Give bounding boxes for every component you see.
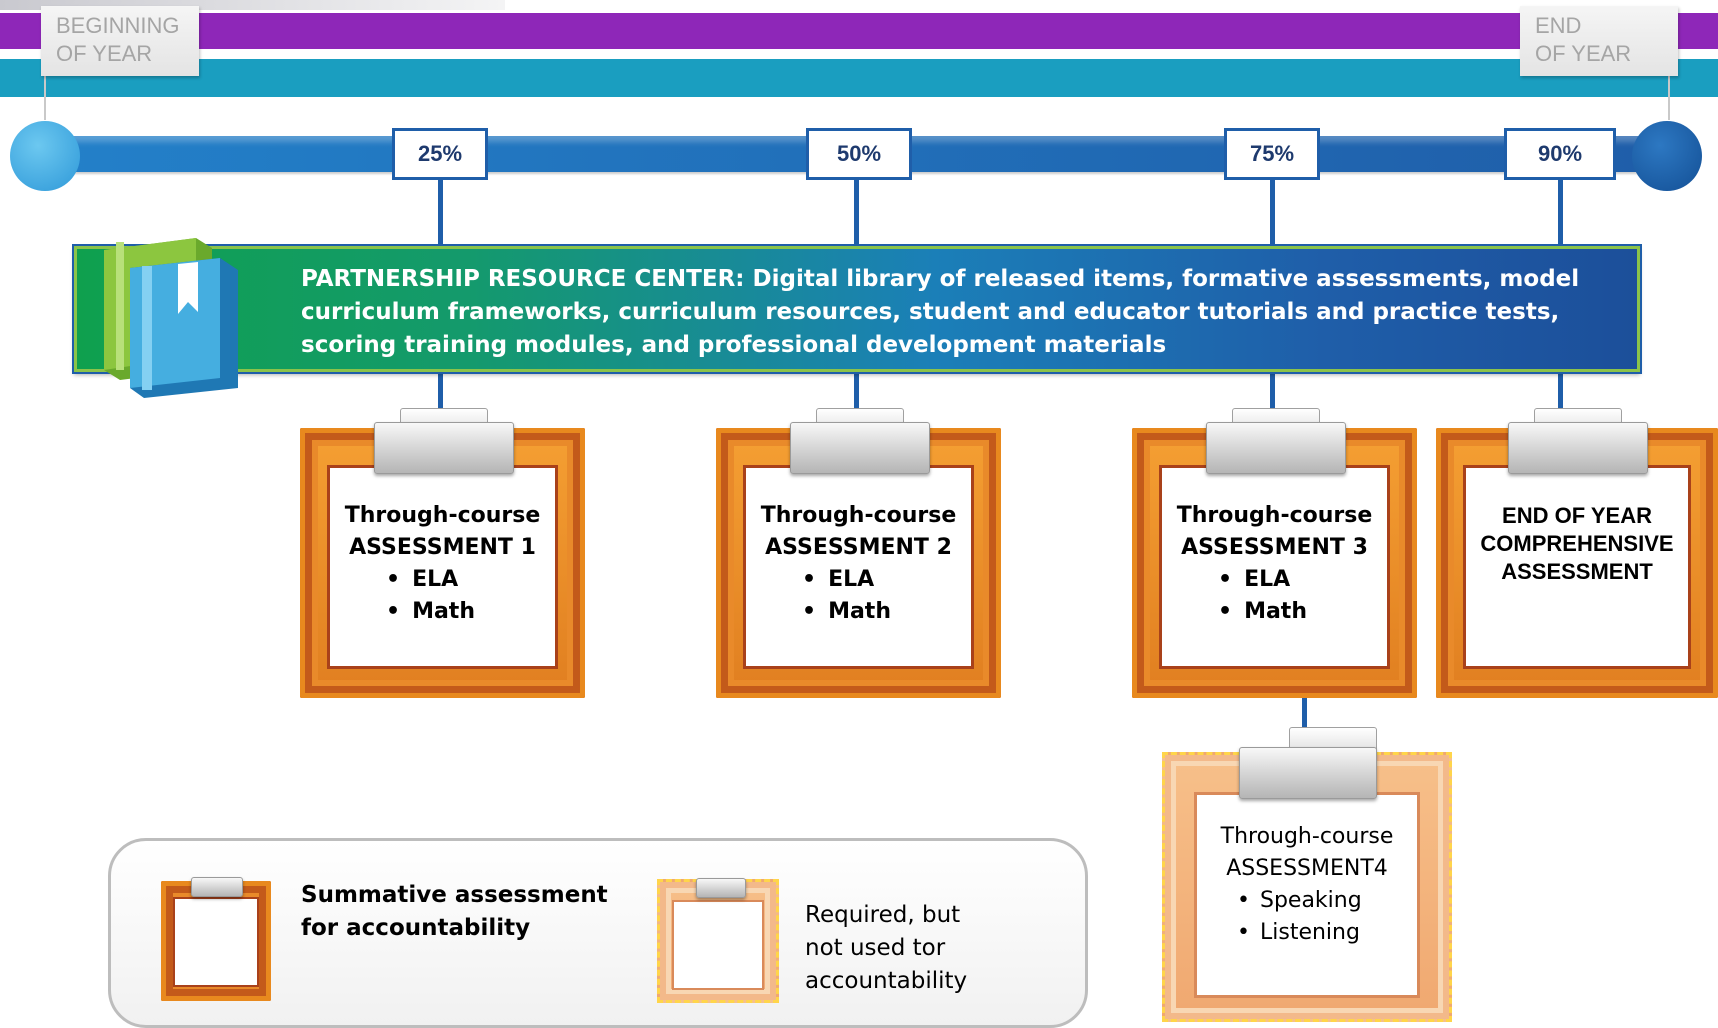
assessment-4-line1: Through-course	[1220, 824, 1394, 849]
beginning-label-line2: OF YEAR	[56, 41, 153, 66]
beginning-of-year-label: BEGINNING OF YEAR	[41, 6, 199, 76]
legend-summative-line2: for accountability	[301, 915, 531, 941]
assessment-3-item-ela: ELA	[1162, 564, 1387, 596]
purple-band	[0, 13, 1718, 49]
resource-center-text: PARTNERSHIP RESOURCE CENTER: Digital lib…	[301, 266, 1580, 358]
assessment-1-clip	[374, 422, 514, 474]
partnership-resource-center: PARTNERSHIP RESOURCE CENTER: Digital lib…	[74, 246, 1640, 372]
legend-summative-clip	[191, 877, 243, 897]
timeline-start-dot	[10, 121, 80, 191]
legend-required-paper	[674, 902, 762, 988]
assessment-3-clip	[1206, 422, 1346, 474]
assessment-1-item-math: Math	[330, 596, 555, 628]
connector-90-top	[1558, 180, 1563, 248]
assessment-1-item-ela: ELA	[330, 564, 555, 596]
connector-25-bottom	[438, 372, 443, 410]
timeline-end-dot	[1632, 121, 1702, 191]
assessment-2-paper: Through-course ASSESSMENT 2 ELA Math	[746, 468, 971, 666]
assessment-3-line1: Through-course	[1176, 503, 1373, 528]
end-label-line1: END	[1535, 13, 1582, 38]
assessment-2-clip	[790, 422, 930, 474]
assessment-3-line2: ASSESSMENT 3	[1181, 535, 1368, 560]
legend-required-line2: not used tor	[805, 935, 946, 961]
assessment-2-item-math: Math	[746, 596, 971, 628]
assessment-4-item-listening: Listening	[1197, 917, 1417, 949]
assessment-3-paper: Through-course ASSESSMENT 3 ELA Math	[1162, 468, 1387, 666]
connector-75-top	[1270, 180, 1275, 248]
end-label-line2: OF YEAR	[1535, 41, 1632, 66]
books-icon	[104, 238, 238, 398]
connector-assessment4	[1302, 697, 1307, 727]
end-of-year-clip	[1508, 422, 1648, 474]
marker-25: 25%	[392, 128, 488, 180]
end-of-year-label: END OF YEAR	[1520, 6, 1678, 76]
assessment-1-line2: ASSESSMENT 1	[349, 535, 536, 560]
legend-summative-label: Summative assessment for accountability	[301, 879, 608, 945]
assessment-3-clipboard: Through-course ASSESSMENT 3 ELA Math	[1132, 408, 1417, 698]
assessment-4-item-speaking: Speaking	[1197, 885, 1417, 917]
connector-50-bottom	[854, 372, 859, 410]
legend-required-label: Required, but not used tor accountabilit…	[805, 899, 967, 998]
assessment-2-line1: Through-course	[760, 503, 957, 528]
marker-50: 50%	[806, 128, 912, 180]
legend-summative-paper	[175, 899, 257, 985]
assessment-3-item-math: Math	[1162, 596, 1387, 628]
assessment-1-paper: Through-course ASSESSMENT 1 ELA Math	[330, 468, 555, 666]
legend-required-clip	[696, 878, 746, 898]
legend-required-line1: Required, but	[805, 902, 961, 928]
legend-summative-icon	[161, 877, 271, 1001]
assessment-2-line2: ASSESSMENT 2	[765, 535, 952, 560]
beginning-pole	[44, 60, 46, 120]
end-of-year-clipboard: END OF YEAR COMPREHENSIVE ASSESSMENT	[1436, 408, 1718, 698]
legend-required-line3: accountability	[805, 968, 968, 994]
assessment-4-clip	[1239, 747, 1377, 799]
beginning-label-line1: BEGINNING	[56, 13, 180, 38]
end-of-year-line3: ASSESSMENT	[1501, 559, 1653, 584]
assessment-1-clipboard: Through-course ASSESSMENT 1 ELA Math	[300, 408, 585, 698]
legend-summative-line1: Summative assessment	[301, 882, 608, 908]
connector-50-top	[854, 180, 859, 248]
end-of-year-line1: END OF YEAR	[1502, 503, 1652, 528]
legend-box: Summative assessment for accountability …	[108, 838, 1088, 1028]
connector-75-bottom	[1270, 372, 1275, 410]
assessment-2-clipboard: Through-course ASSESSMENT 2 ELA Math	[716, 408, 1001, 698]
connector-90-bottom	[1558, 372, 1563, 410]
assessment-4-paper: Through-course ASSESSMENT4 Speaking List…	[1197, 795, 1417, 995]
assessment-2-item-ela: ELA	[746, 564, 971, 596]
assessment-4-clipboard: Through-course ASSESSMENT4 Speaking List…	[1162, 727, 1452, 1022]
corner-decoration	[0, 0, 505, 10]
legend-required-icon	[657, 878, 779, 1003]
end-pole	[1668, 60, 1670, 120]
marker-90: 90%	[1504, 128, 1616, 180]
marker-75: 75%	[1224, 128, 1320, 180]
connector-25-top	[438, 180, 443, 248]
assessment-1-line1: Through-course	[344, 503, 541, 528]
end-of-year-line2: COMPREHENSIVE	[1480, 531, 1674, 556]
end-of-year-paper: END OF YEAR COMPREHENSIVE ASSESSMENT	[1466, 468, 1688, 666]
assessment-4-line2: ASSESSMENT4	[1226, 856, 1388, 881]
teal-band	[0, 59, 1718, 97]
